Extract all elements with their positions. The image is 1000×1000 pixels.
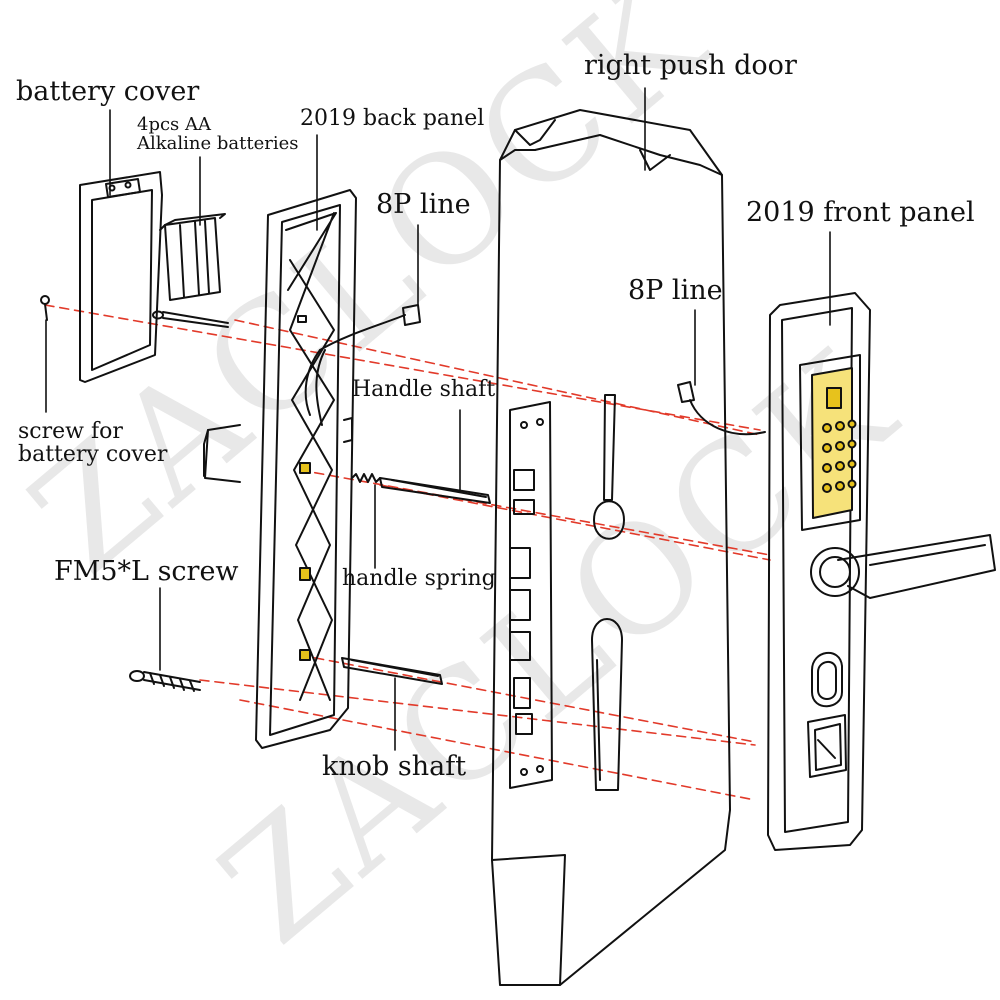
back-panel-screw [152,310,229,328]
8p-line-back [319,304,421,351]
handle-shaft [379,477,491,504]
label-knob-shaft: knob shaft [322,751,467,782]
label-batteries-line1: 4pcs AA [137,114,212,135]
label-push-door: right push door [584,50,797,81]
label-fm-screw: FM5*L screw [54,556,239,587]
handle-spring [351,473,381,483]
label-batteries-line2: Alkaline batteries [137,132,299,154]
label-screw-cover-line2: battery cover [18,442,168,468]
key-hole-icon [807,714,847,778]
handle-icon [810,534,996,599]
front-panel [767,292,996,851]
back-panel [203,189,357,749]
keypad-icon [799,354,861,531]
alignment-lines [44,304,771,801]
label-screw-cover: screw for battery cover [18,420,167,466]
label-screw-cover-line1: screw for [18,419,123,444]
lock-body-icon [509,401,553,789]
label-front-panel: 2019 front panel [746,197,975,228]
label-handle-shaft: Handle shaft [352,377,496,402]
label-8p-line-back: 8P line [376,189,471,220]
door [491,109,731,986]
batteries [159,213,226,301]
battery-cover-screw [40,295,50,321]
label-back-panel: 2019 back panel [300,106,485,131]
label-batteries: 4pcs AA Alkaline batteries [137,114,299,154]
leader-lines [45,87,831,751]
label-8p-line-front: 8P line [628,275,723,306]
fingerprint-icon [811,651,843,708]
8p-line-front [677,381,766,436]
knob-shaft [341,657,443,685]
battery-cover [79,171,163,383]
fm5-screw [129,670,201,692]
label-handle-spring: handle spring [342,566,496,591]
label-battery-cover: battery cover [16,76,200,107]
